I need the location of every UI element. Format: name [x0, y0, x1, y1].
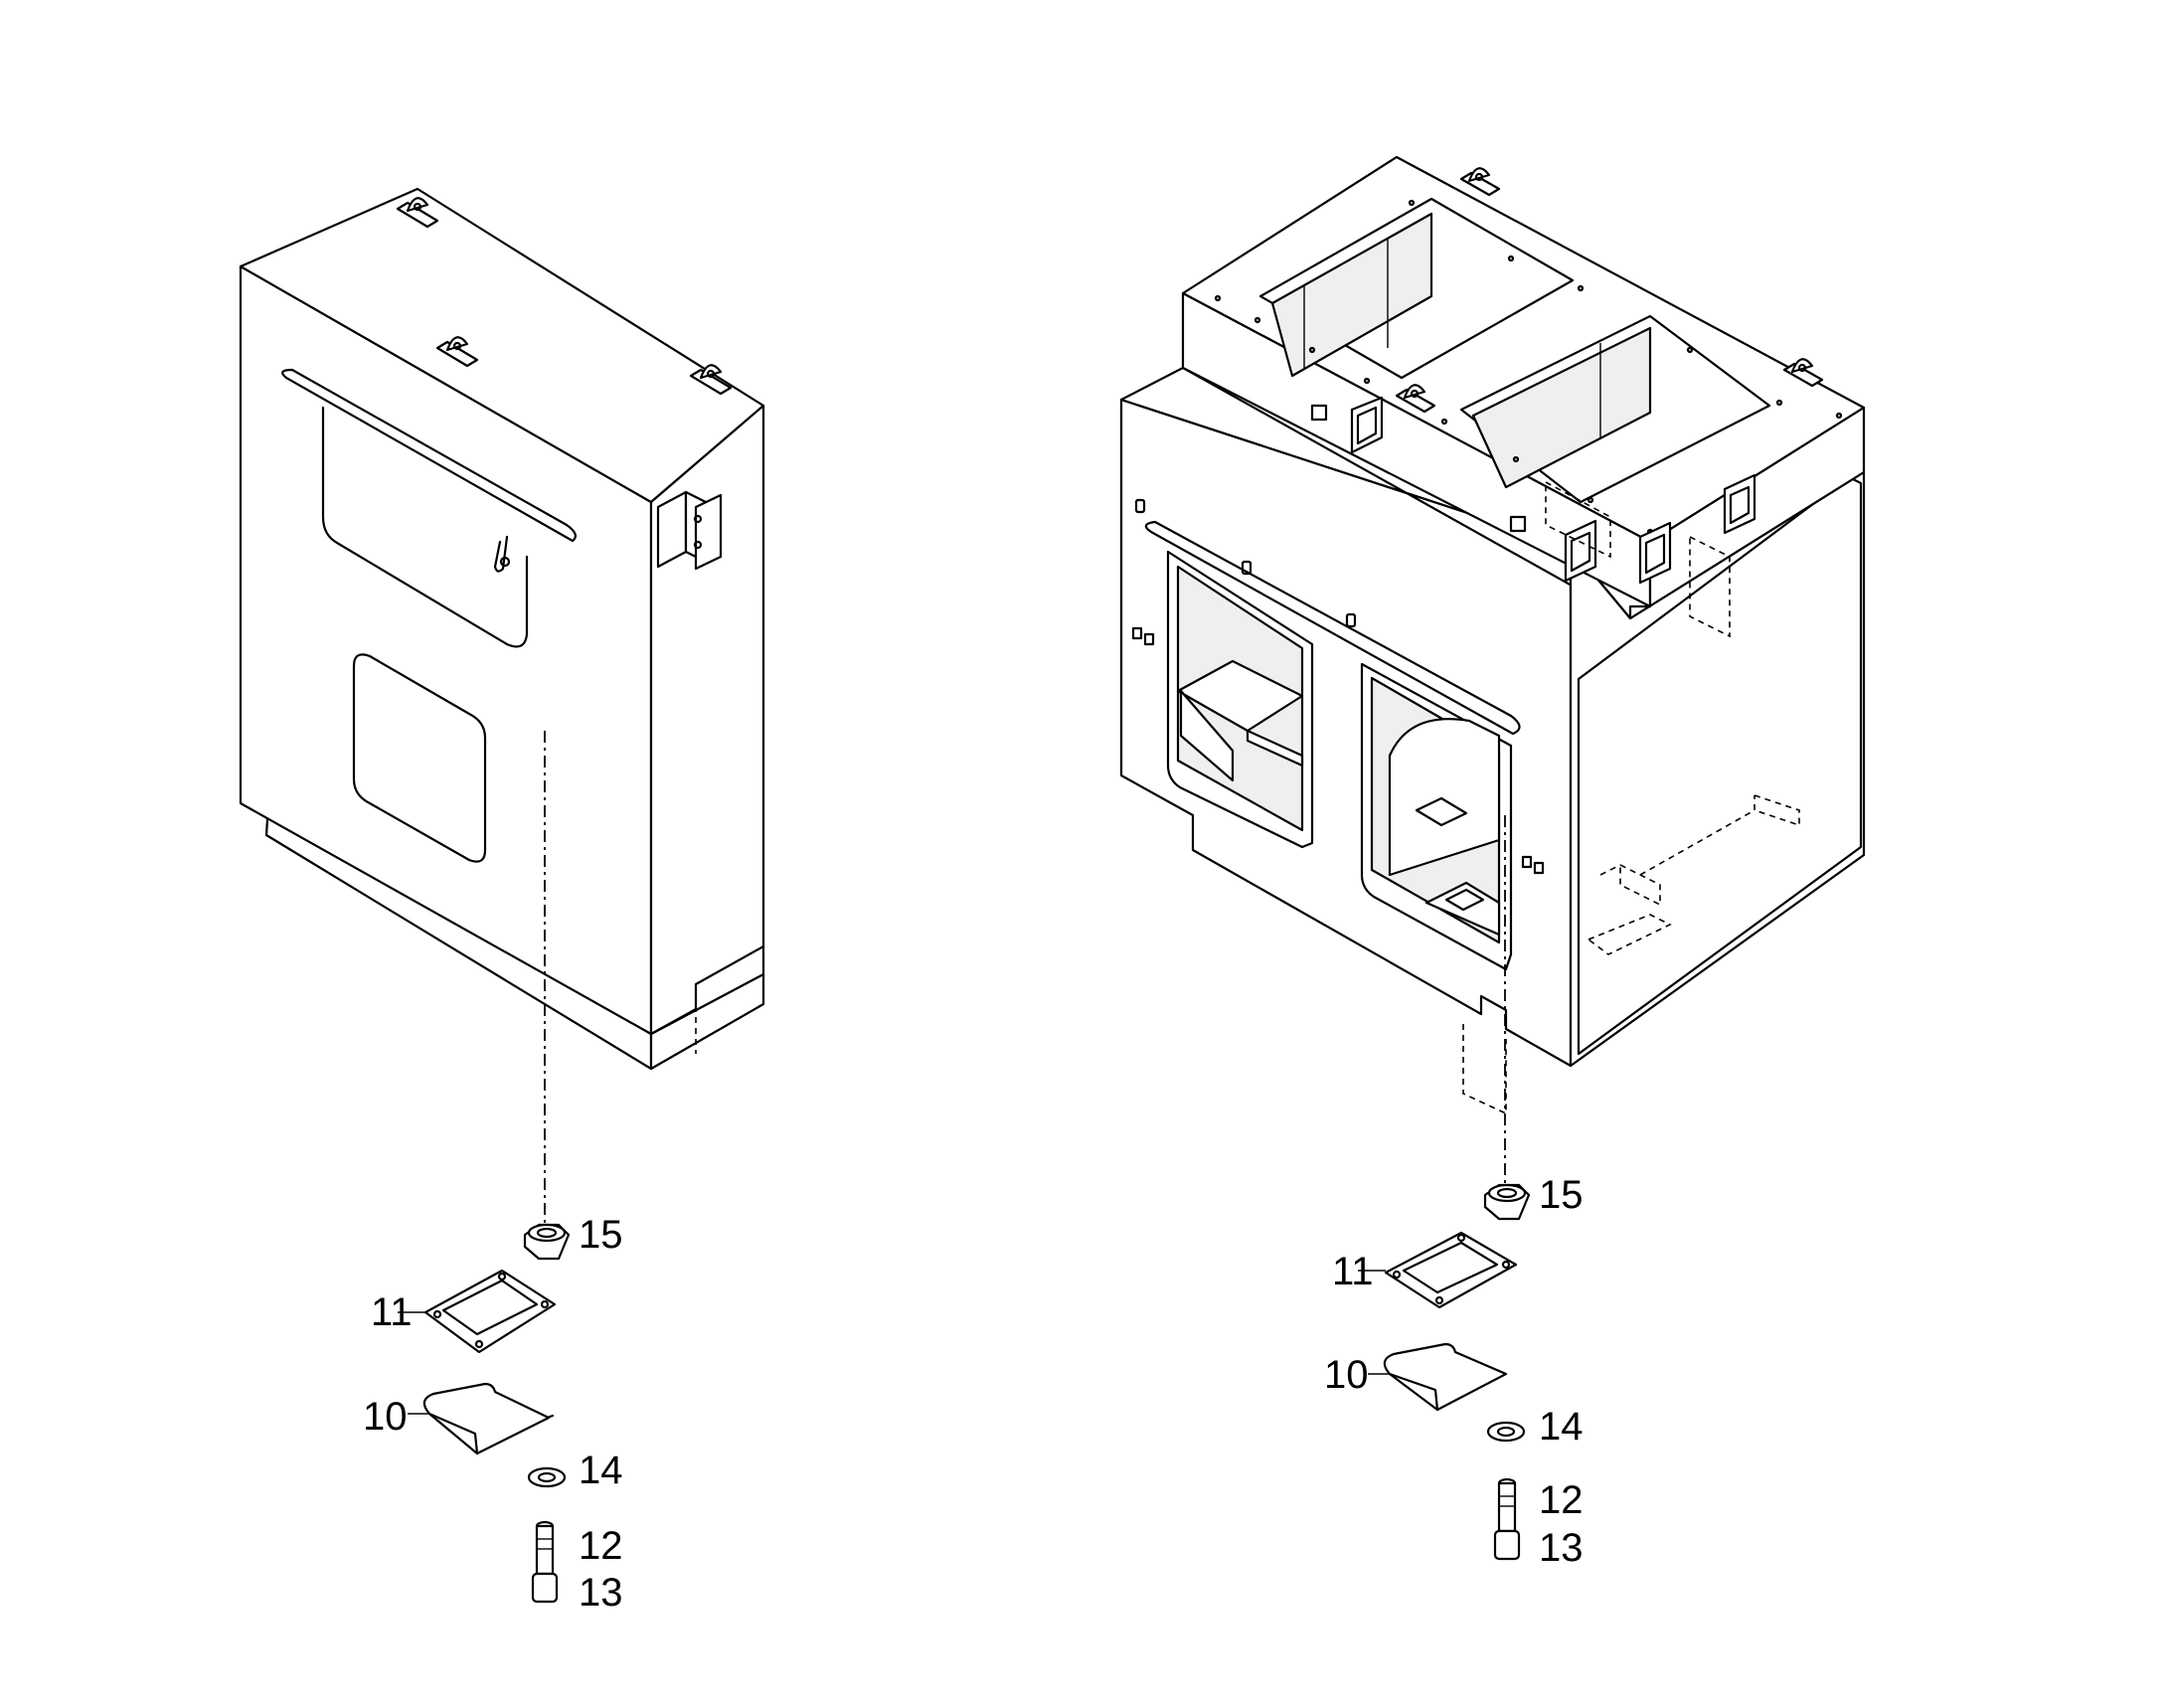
- hidden-frame: [1545, 481, 1611, 559]
- lifting-lug-icon: [396, 197, 439, 229]
- lifting-lug-icon: [1459, 167, 1501, 197]
- lifting-lug-icon: [1782, 358, 1824, 388]
- right-cover-plate: [1384, 1231, 1518, 1309]
- lifting-lug-icon: [1395, 384, 1436, 414]
- small-port-icon: [1310, 404, 1328, 422]
- slot-icon: [1134, 498, 1146, 514]
- hinge-block-icon: [656, 490, 723, 571]
- left-callout-11: 11: [371, 1290, 413, 1334]
- left-callout-14: 14: [579, 1449, 623, 1492]
- gusset-icon: [1179, 689, 1235, 782]
- slot-icon: [1521, 855, 1533, 869]
- left-cabinet: [239, 187, 765, 1071]
- hinge-plate-icon: [1638, 521, 1672, 585]
- lifting-lug-icon: [689, 364, 733, 396]
- right-callout-11: 11: [1332, 1250, 1374, 1293]
- left-hex-nut: [523, 1223, 571, 1261]
- small-port-icon: [1509, 515, 1527, 533]
- lifting-lug-icon: [435, 336, 479, 368]
- right-housing-left-opening: [1166, 550, 1314, 849]
- right-housing-right-opening: [1360, 662, 1513, 971]
- left-cabinet-handle-rail: [281, 368, 577, 543]
- top-bolt-holes: [1214, 199, 1843, 536]
- left-washer: [527, 1466, 567, 1488]
- right-washer: [1486, 1421, 1526, 1443]
- left-bolt: [531, 1520, 559, 1604]
- left-callout-15: 15: [579, 1213, 623, 1257]
- left-cabinet-side-face: [649, 404, 765, 1036]
- slot-icon: [1241, 560, 1253, 576]
- left-cabinet-inspection-panel: [352, 653, 487, 863]
- hidden-frame: [1689, 536, 1731, 638]
- latch-icon: [493, 535, 511, 573]
- slot-icon: [1131, 626, 1143, 640]
- left-callout-10: 10: [363, 1395, 408, 1439]
- opening-shelf: [1176, 659, 1304, 733]
- right-callout-10: 10: [1324, 1353, 1369, 1397]
- right-callout-14: 14: [1539, 1405, 1584, 1449]
- hidden-pass-through: [1462, 1024, 1507, 1115]
- right-top-opening: [1459, 314, 1771, 504]
- slot-icon: [1143, 632, 1155, 646]
- right-housing: [1119, 155, 1866, 1115]
- left-callout-13: 13: [579, 1571, 623, 1615]
- left-bracket: [422, 1382, 555, 1455]
- slot-icon: [1345, 612, 1357, 628]
- right-bolt: [1493, 1477, 1521, 1561]
- hinge-plate-icon: [1723, 473, 1756, 535]
- left-callout-12: 12: [579, 1524, 623, 1568]
- square-cutout-icon: [1415, 796, 1468, 827]
- right-housing-handle-rail: [1144, 520, 1521, 736]
- right-callout-13: 13: [1539, 1526, 1584, 1570]
- right-callout-15: 15: [1539, 1173, 1584, 1217]
- right-callout-12: 12: [1539, 1478, 1584, 1522]
- hinge-plate-icon: [1350, 396, 1384, 454]
- slot-icon: [1533, 861, 1545, 875]
- hidden-internals: [1588, 794, 1800, 955]
- left-cabinet-upper-window: [321, 406, 529, 648]
- right-bracket: [1383, 1342, 1508, 1412]
- left-cover-plate: [423, 1269, 557, 1354]
- right-hex-nut: [1483, 1183, 1531, 1221]
- right-top-opening: [1258, 197, 1575, 380]
- hinge-plate-icon: [1564, 519, 1597, 583]
